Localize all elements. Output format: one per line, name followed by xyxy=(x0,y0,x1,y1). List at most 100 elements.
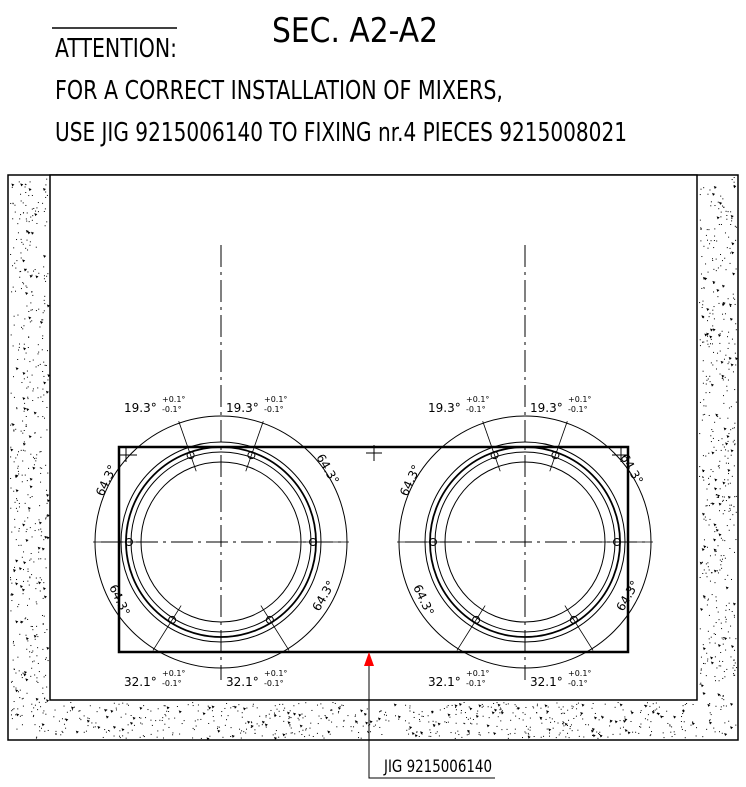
concrete-speck xyxy=(727,336,729,338)
concrete-speck xyxy=(732,293,734,295)
concrete-speck xyxy=(13,571,15,573)
concrete-aggregate xyxy=(732,602,736,606)
concrete-speck xyxy=(35,588,37,590)
concrete-speck xyxy=(718,665,720,667)
concrete-speck xyxy=(20,544,22,546)
concrete-speck xyxy=(63,723,65,725)
concrete-speck xyxy=(708,346,710,348)
concrete-aggregate xyxy=(15,489,19,493)
concrete-speck xyxy=(707,658,709,660)
concrete-speck xyxy=(245,722,247,724)
concrete-speck xyxy=(662,732,664,734)
concrete-speck xyxy=(720,265,722,267)
concrete-speck xyxy=(45,196,47,198)
concrete-speck xyxy=(18,603,20,605)
bolt-hole xyxy=(490,451,499,460)
concrete-aggregate xyxy=(432,723,436,727)
concrete-speck xyxy=(35,210,37,212)
concrete-speck xyxy=(96,711,98,713)
concrete-speck xyxy=(727,347,729,349)
concrete-speck xyxy=(630,720,632,722)
concrete-speck xyxy=(15,428,17,430)
concrete-speck xyxy=(192,727,194,729)
concrete-speck xyxy=(43,615,45,617)
dim-bottom-right-tol-minus: -0.1° xyxy=(264,679,284,688)
concrete-speck xyxy=(122,702,124,704)
concrete-speck xyxy=(24,474,26,476)
concrete-aggregate xyxy=(26,408,30,412)
concrete-speck xyxy=(564,712,566,714)
concrete-speck xyxy=(598,719,600,721)
concrete-speck xyxy=(719,342,721,344)
concrete-aggregate xyxy=(46,499,50,503)
concrete-aggregate xyxy=(243,707,247,711)
concrete-speck xyxy=(278,736,280,738)
concrete-aggregate xyxy=(657,712,661,716)
concrete-speck xyxy=(728,529,730,531)
concrete-speck xyxy=(715,680,717,682)
concrete-speck xyxy=(230,727,232,729)
concrete-speck xyxy=(21,474,23,476)
concrete-speck xyxy=(720,211,722,213)
concrete-speck xyxy=(328,719,330,721)
concrete-speck xyxy=(305,728,307,730)
concrete-speck xyxy=(27,580,29,582)
concrete-speck xyxy=(734,225,736,227)
concrete-aggregate xyxy=(710,383,714,387)
concrete-speck xyxy=(725,705,727,707)
concrete-aggregate xyxy=(478,704,482,708)
concrete-speck xyxy=(222,736,224,738)
concrete-speck xyxy=(714,531,716,533)
concrete-speck xyxy=(25,415,27,417)
concrete-speck xyxy=(732,371,734,373)
concrete-speck xyxy=(731,220,733,222)
concrete-speck xyxy=(17,232,19,234)
concrete-aggregate xyxy=(25,230,29,234)
concrete-speck xyxy=(42,623,44,625)
concrete-aggregate xyxy=(274,736,278,740)
concrete-speck xyxy=(13,430,15,432)
concrete-speck xyxy=(36,207,38,209)
concrete-speck xyxy=(455,706,457,708)
concrete-speck xyxy=(29,559,31,561)
concrete-speck xyxy=(31,291,33,293)
concrete-speck xyxy=(468,706,470,708)
concrete-speck xyxy=(710,343,712,345)
concrete-speck xyxy=(653,710,655,712)
concrete-speck xyxy=(706,546,708,548)
concrete-speck xyxy=(37,397,39,399)
concrete-speck xyxy=(540,718,542,720)
concrete-speck xyxy=(573,717,575,719)
concrete-speck xyxy=(30,625,32,627)
concrete-speck xyxy=(298,731,300,733)
concrete-speck xyxy=(279,715,281,717)
concrete-speck xyxy=(533,707,535,709)
concrete-speck xyxy=(35,457,37,459)
concrete-speck xyxy=(449,716,451,718)
concrete-speck xyxy=(570,724,572,726)
concrete-speck xyxy=(681,716,683,718)
concrete-speck xyxy=(720,708,722,710)
concrete-speck xyxy=(37,202,39,204)
concrete-speck xyxy=(10,253,12,255)
concrete-speck xyxy=(700,188,702,190)
concrete-aggregate xyxy=(447,713,451,717)
concrete-speck xyxy=(597,737,599,739)
concrete-speck xyxy=(301,713,303,715)
concrete-speck xyxy=(163,705,165,707)
concrete-speck xyxy=(254,729,256,731)
concrete-speck xyxy=(245,732,247,734)
concrete-speck xyxy=(712,471,714,473)
concrete-speck xyxy=(596,731,598,733)
concrete-speck xyxy=(230,707,232,709)
concrete-speck xyxy=(727,457,729,459)
concrete-speck xyxy=(26,692,28,694)
dim-bottom-left-tol-plus: +0.1° xyxy=(466,669,489,678)
concrete-speck xyxy=(166,710,168,712)
concrete-speck xyxy=(704,663,706,665)
concrete-speck xyxy=(656,708,658,710)
concrete-speck xyxy=(63,705,65,707)
concrete-speck xyxy=(17,708,19,710)
concrete-speck xyxy=(703,399,705,401)
concrete-speck xyxy=(700,228,702,230)
